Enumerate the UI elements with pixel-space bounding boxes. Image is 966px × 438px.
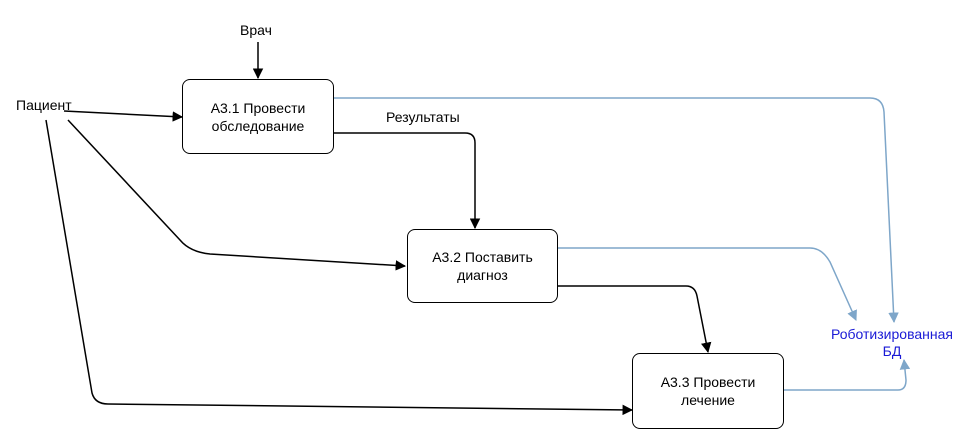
arrow-results-a31-to-a32: [333, 132, 481, 230]
arrow-a33-to-db: [784, 358, 911, 391]
arrow-a32-to-db: [557, 247, 857, 321]
box-a32-line1: А3.2 Поставить: [432, 249, 533, 265]
box-a31-line2: обследование: [211, 117, 305, 134]
arrow-a32-to-a33: [557, 285, 712, 354]
results-label: Результаты: [386, 109, 460, 125]
box-a31-line1: А3.1 Провести: [210, 99, 306, 116]
arrow-patient-to-a33: [45, 119, 634, 416]
box-a32-line2: диагноз: [457, 267, 508, 283]
db-line2: БД: [882, 343, 902, 359]
box-a32[interactable]: А3.2 Поставить диагноз: [407, 229, 558, 303]
arrow-patient-to-a31: [63, 110, 184, 122]
patient-label: Пациент: [16, 97, 72, 113]
box-a33-line2: лечение: [681, 392, 735, 408]
box-a33[interactable]: А3.3 Провести лечение: [632, 353, 784, 429]
box-a31[interactable]: А3.1 Провести обследование: [182, 79, 334, 154]
arrow-patient-to-a32: [67, 119, 407, 271]
db-line1: Роботизированная: [831, 326, 953, 342]
robotized-db-label: Роботизированная БД: [828, 326, 956, 360]
box-a33-line1: А3.3 Провести: [660, 374, 756, 390]
doctor-label: Врач: [240, 22, 272, 38]
arrow-a31-to-db: [333, 97, 899, 324]
